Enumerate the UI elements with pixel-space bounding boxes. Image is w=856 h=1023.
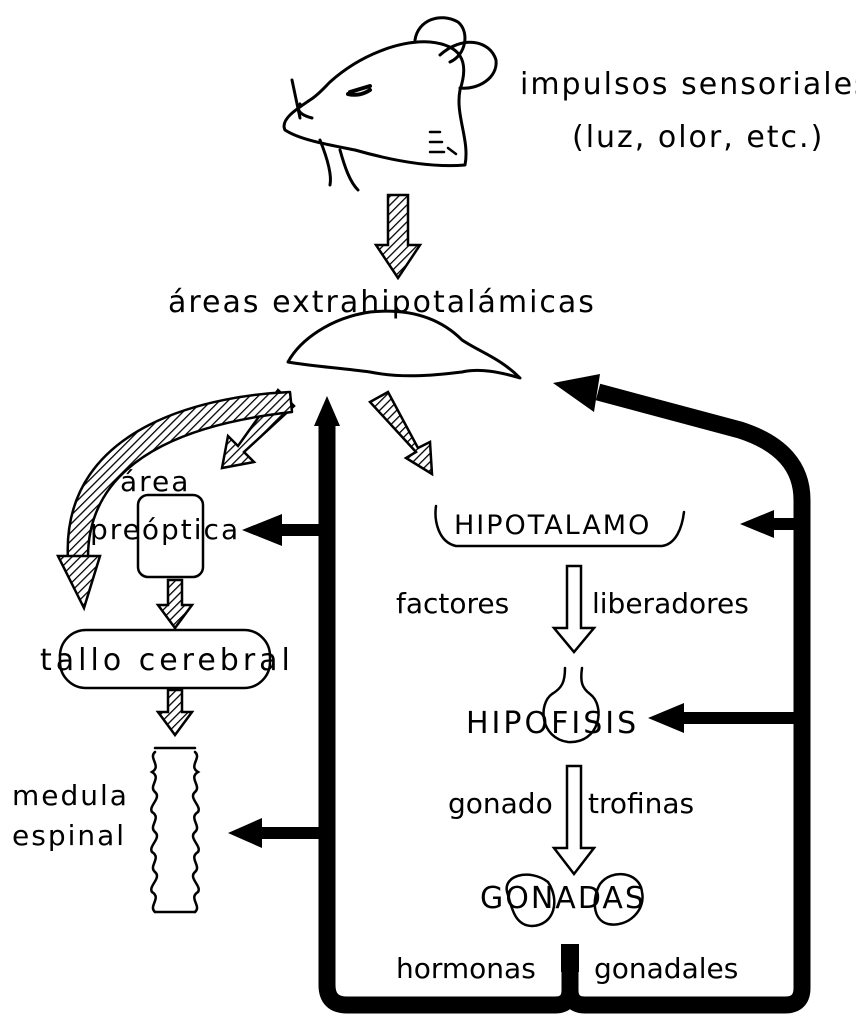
feedback-up-arrow-head xyxy=(314,396,340,426)
gonadal-hormones-left-label: hormonas xyxy=(396,955,536,983)
releasing-factors-left-label: factores xyxy=(396,590,509,618)
pituitary-label: HIPOFISIS xyxy=(466,709,639,739)
sensory-examples-label: (luz, olor, etc.) xyxy=(572,123,824,153)
sensory-impulses-label: impulsos sensoriales xyxy=(520,70,856,100)
gonadal-hormones-right-label: gonadales xyxy=(594,955,738,983)
spinal-cord-label-line1: medula xyxy=(12,782,129,810)
extrahypothalamic-areas-label: áreas extrahipotalámicas xyxy=(168,288,596,318)
releasing-factors-arrow xyxy=(554,566,594,652)
gonads-hormone-block xyxy=(561,944,579,972)
feedback-to-spinal-arrow xyxy=(228,818,328,848)
arrow-brainstem-to-spinal xyxy=(158,690,192,735)
gonadotropins-left-label: gonado xyxy=(448,790,553,818)
releasing-factors-right-label: liberadores xyxy=(592,590,749,618)
mouse-head-illustration xyxy=(284,18,496,190)
feedback-to-preoptic-arrow xyxy=(242,514,328,546)
hypothalamus-label: HIPOTALAMO xyxy=(454,512,651,539)
gonadotropins-arrow xyxy=(554,766,594,874)
arrow-preoptic-to-brainstem xyxy=(158,580,192,628)
gonads-label: GONADAS xyxy=(480,884,646,914)
preoptic-area-label-line1: área xyxy=(120,468,190,496)
brainstem-label: tallo cerebral xyxy=(40,646,294,676)
feedback-to-extra-areas-head xyxy=(553,374,600,412)
arrow-to-hypothalamus xyxy=(370,392,432,474)
rat-body-illustration xyxy=(288,311,520,378)
spinal-cord-label-line2: espinal xyxy=(12,822,126,850)
gonadotropins-right-label: trofinas xyxy=(588,790,694,818)
curved-arrow-head xyxy=(58,556,100,608)
preoptic-area-label-line2: preóptica xyxy=(90,516,240,544)
feedback-to-pituitary-arrow xyxy=(648,703,804,733)
sensory-input-arrow xyxy=(376,195,420,278)
spinal-cord-column xyxy=(151,748,198,912)
